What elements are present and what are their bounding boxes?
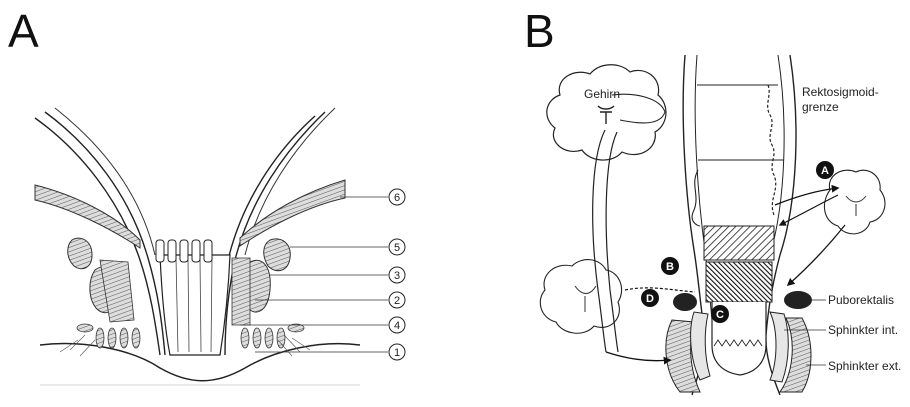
callout-3: 3 <box>389 267 405 283</box>
callout-4-label: 4 <box>394 320 400 332</box>
label-sphinkter-int: Sphinkter int. <box>828 323 898 337</box>
spinal-cord-left <box>540 260 621 334</box>
puborectalis-right <box>784 291 812 309</box>
callout-5-label: 5 <box>394 242 400 254</box>
callout-1-label: 1 <box>394 347 400 359</box>
label-puborektalis: Puborektalis <box>828 293 894 307</box>
callout-2-label: 2 <box>394 295 400 307</box>
badge-a: A <box>816 161 834 179</box>
badge-d-label: D <box>646 293 654 305</box>
panel-b-drawing: Gehirn <box>540 55 901 395</box>
callout-3-label: 3 <box>394 270 400 282</box>
stool-zone-dense <box>706 262 772 302</box>
badge-c-label: C <box>716 309 724 321</box>
badge-a-label: A <box>821 165 829 177</box>
puborectalis-left <box>673 293 697 311</box>
callout-1: 1 <box>389 344 405 360</box>
label-gehirn: Gehirn <box>584 87 620 101</box>
badge-b: B <box>661 257 679 275</box>
sphincter-int-left <box>691 312 710 380</box>
label-rektosigmoid-2: grenze <box>802 100 839 114</box>
callout-2: 2 <box>389 292 405 308</box>
sphincter-int-right <box>770 312 788 382</box>
callout-5: 5 <box>389 239 405 255</box>
badge-d: D <box>641 289 659 307</box>
stool-zone-light <box>704 226 774 260</box>
callout-6-label: 6 <box>394 192 400 204</box>
badge-b-label: B <box>666 261 674 273</box>
panel-a-drawing: 6 5 3 2 4 1 <box>35 108 405 385</box>
callout-4: 4 <box>389 317 405 333</box>
label-rektosigmoid-1: Rektosigmoid- <box>802 85 879 99</box>
callout-6: 6 <box>389 189 405 205</box>
badge-c: C <box>711 305 729 323</box>
label-sphinkter-ext: Sphinkter ext. <box>828 359 901 373</box>
